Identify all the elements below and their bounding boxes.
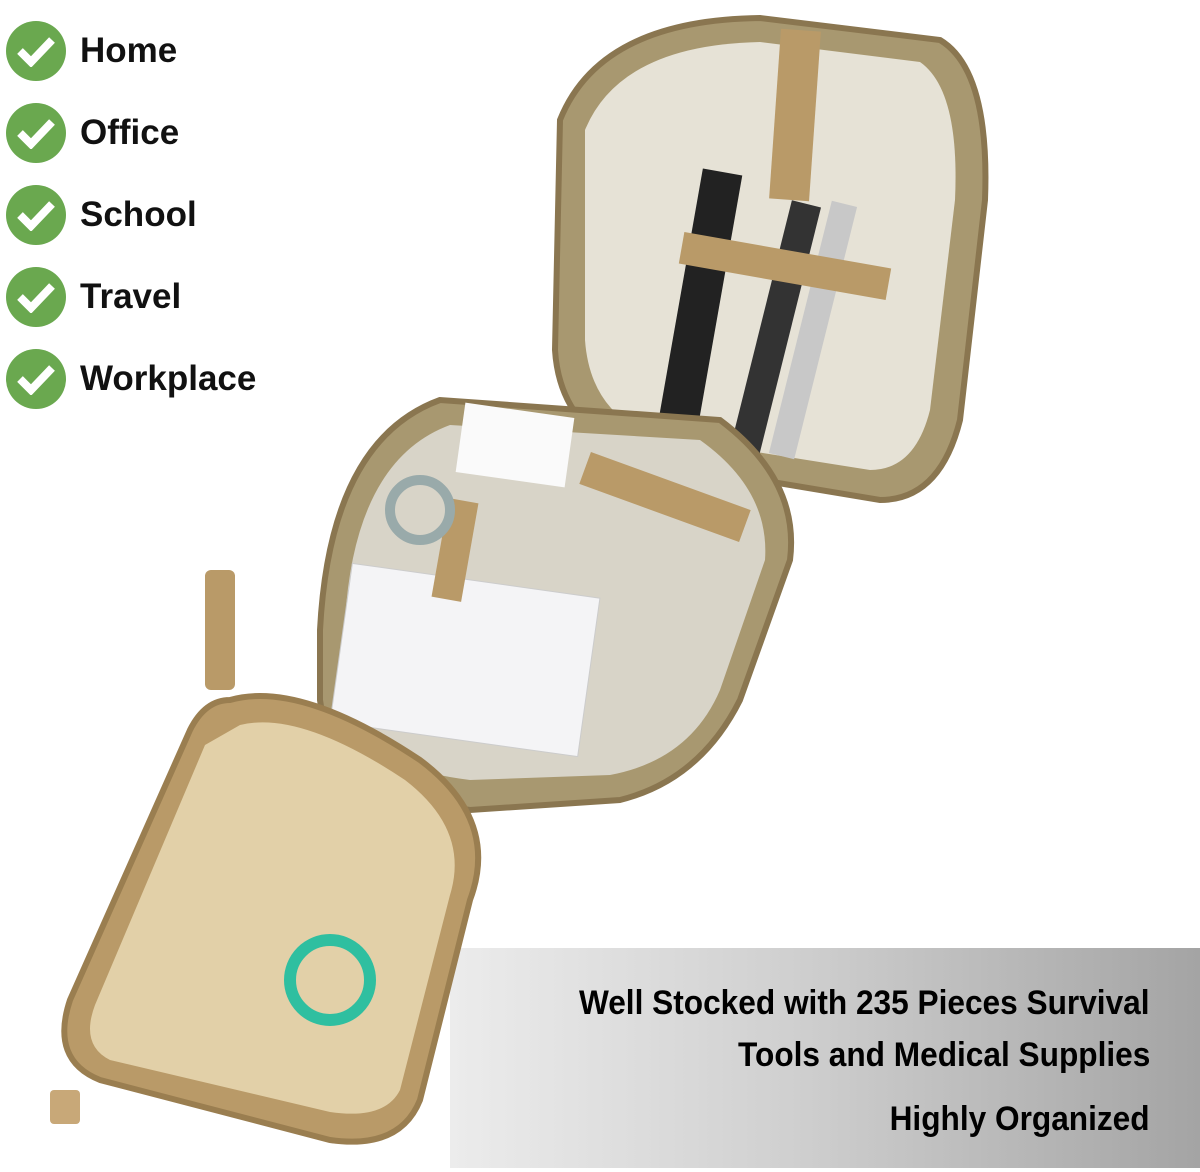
use-label: School — [80, 195, 197, 234]
use-label: Office — [80, 113, 180, 152]
check-circle-icon — [6, 185, 66, 245]
use-item-workplace: Workplace — [6, 338, 256, 420]
use-item-travel: Travel — [6, 256, 256, 338]
use-item-school: School — [6, 174, 256, 256]
banner-line-1: Well Stocked with 235 Pieces Survival — [579, 984, 1150, 1022]
check-circle-icon — [6, 267, 66, 327]
use-case-list: Home Office School Travel Workplace — [6, 10, 256, 420]
check-circle-icon — [6, 21, 66, 81]
banner-line-3: Highly Organized — [889, 1100, 1150, 1138]
use-label: Travel — [80, 277, 182, 316]
check-circle-icon — [6, 349, 66, 409]
use-item-office: Office — [6, 92, 256, 174]
feature-banner: Well Stocked with 235 Pieces Survival To… — [450, 948, 1200, 1168]
banner-line-2: Tools and Medical Supplies — [737, 1036, 1150, 1074]
use-item-home: Home — [6, 10, 256, 92]
use-label: Workplace — [80, 359, 257, 398]
check-circle-icon — [6, 103, 66, 163]
use-label: Home — [80, 31, 178, 70]
